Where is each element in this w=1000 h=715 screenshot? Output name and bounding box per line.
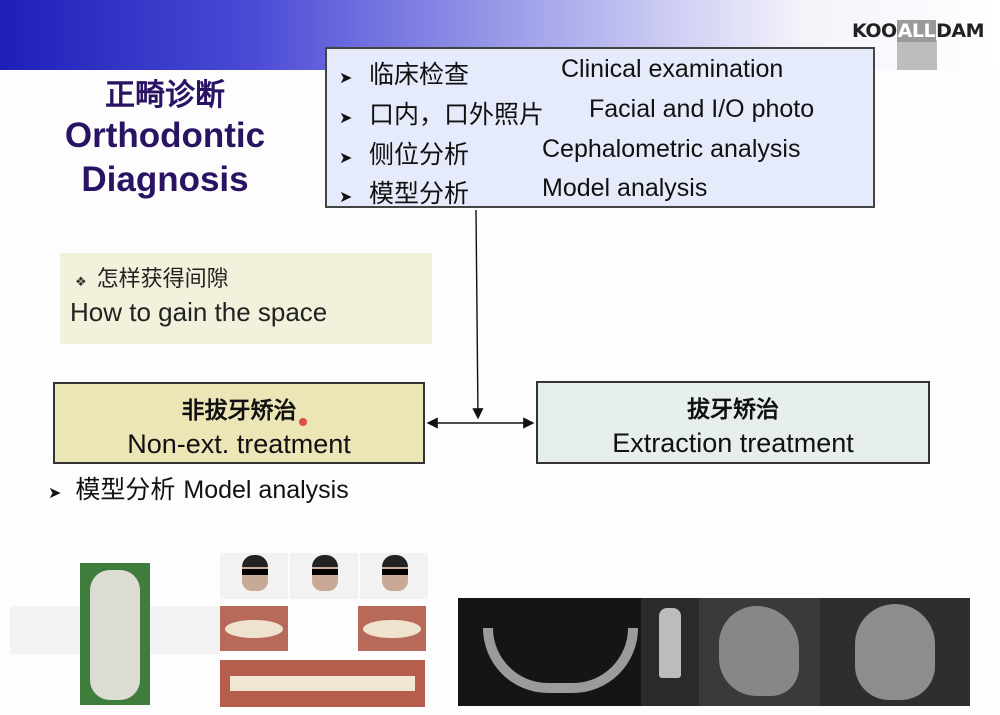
lateral-cephalogram-xray bbox=[699, 598, 820, 706]
diamond-bullet-icon: ❖ bbox=[75, 275, 87, 290]
non-extraction-treatment-box: 非拔牙矫治 Non-ext. treatment bbox=[53, 382, 425, 464]
frontal-cephalogram-xray bbox=[820, 598, 970, 706]
slide-title: 正畸诊断 Orthodontic Diagnosis bbox=[40, 78, 290, 202]
down-arrow bbox=[472, 209, 484, 420]
facial-photo-profile bbox=[220, 553, 288, 599]
intraoral-photo-upper bbox=[220, 606, 288, 651]
arrowhead-bullet-icon: ➤ bbox=[48, 483, 62, 502]
arrowhead-bullet-icon: ➤ bbox=[339, 148, 353, 167]
space-question-zh: 怎样获得间隙 bbox=[96, 267, 229, 292]
panoramic-xray bbox=[458, 598, 641, 706]
dental-cast-occlusal-photo bbox=[90, 570, 140, 700]
intraoral-photo-occlusion bbox=[220, 660, 425, 707]
arrowhead-bullet-icon: ➤ bbox=[339, 68, 353, 87]
title-english-line2: Diagnosis bbox=[81, 160, 249, 199]
facial-photo-smile bbox=[360, 553, 428, 599]
extraction-treatment-box: 拔牙矫治 Extraction treatment bbox=[536, 381, 930, 464]
brand-logo: KOOALLDAM bbox=[852, 20, 984, 42]
space-question-en: How to gain the space bbox=[70, 297, 328, 327]
title-english-line1: Orthodontic bbox=[64, 116, 266, 155]
periapical-xray bbox=[641, 598, 699, 706]
arrowhead-bullet-icon: ➤ bbox=[339, 187, 353, 206]
space-question-box: ❖ 怎样获得间隙 How to gain the space bbox=[60, 253, 432, 344]
non-extraction-zh: 非拔牙矫治 bbox=[181, 398, 297, 424]
intraoral-photo-lower bbox=[358, 606, 426, 651]
laser-pointer-dot bbox=[299, 418, 307, 426]
extraction-zh: 拔牙矫治 bbox=[687, 397, 779, 423]
model-analysis-note: ➤模型分析 Model analysis bbox=[48, 475, 349, 504]
arrowhead-bullet-icon: ➤ bbox=[339, 108, 353, 127]
facial-photo-frontal bbox=[290, 553, 358, 599]
non-extraction-en: Non-ext. treatment bbox=[127, 429, 351, 459]
title-chinese: 正畸诊断 bbox=[105, 78, 225, 113]
logo-block bbox=[897, 40, 937, 70]
extraction-en: Extraction treatment bbox=[612, 428, 854, 458]
